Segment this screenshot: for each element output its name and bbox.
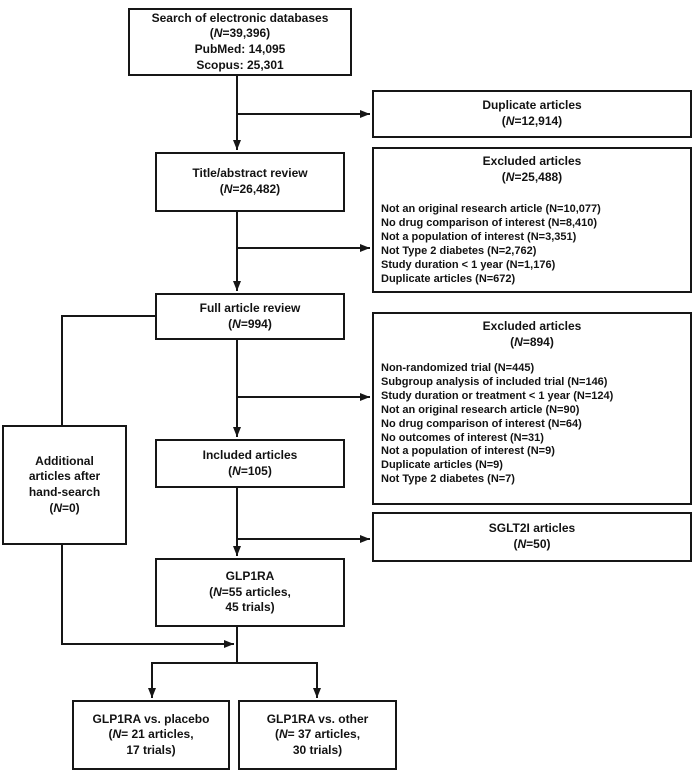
excluded-box-title: Excluded articles(N=25,488): [482, 154, 582, 184]
search-databases-box: Search of electronic databases(N=39,396)…: [128, 8, 352, 76]
sglt2i-articles-box: SGLT2I articles(N=50): [372, 512, 692, 562]
exclusion-reasons-list: Not an original research article (N=10,0…: [381, 202, 601, 285]
glp1ra-vs-placebo-box: GLP1RA vs. placebo(N= 21 articles,17 tri…: [72, 700, 230, 770]
excluded-box-title: Excluded articles(N=894): [482, 319, 582, 349]
full-article-review-box: Full article review(N=994): [155, 293, 345, 340]
glp1ra-vs-other-box: GLP1RA vs. other(N= 37 articles,30 trial…: [238, 700, 397, 770]
excluded-title-abstract-box: Excluded articles(N=25,488) Not an origi…: [372, 147, 692, 293]
included-articles-box: Included articles(N=105): [155, 439, 345, 488]
title-abstract-review-box: Title/abstract review(N=26,482): [155, 152, 345, 212]
excluded-full-article-box: Excluded articles(N=894) Non-randomized …: [372, 312, 692, 505]
exclusion-reasons-list: Non-randomized trial (N=445)Subgroup ana…: [381, 361, 614, 486]
glp1ra-box: GLP1RA(N=55 articles,45 trials): [155, 558, 345, 627]
duplicate-articles-box: Duplicate articles(N=12,914): [372, 90, 692, 138]
